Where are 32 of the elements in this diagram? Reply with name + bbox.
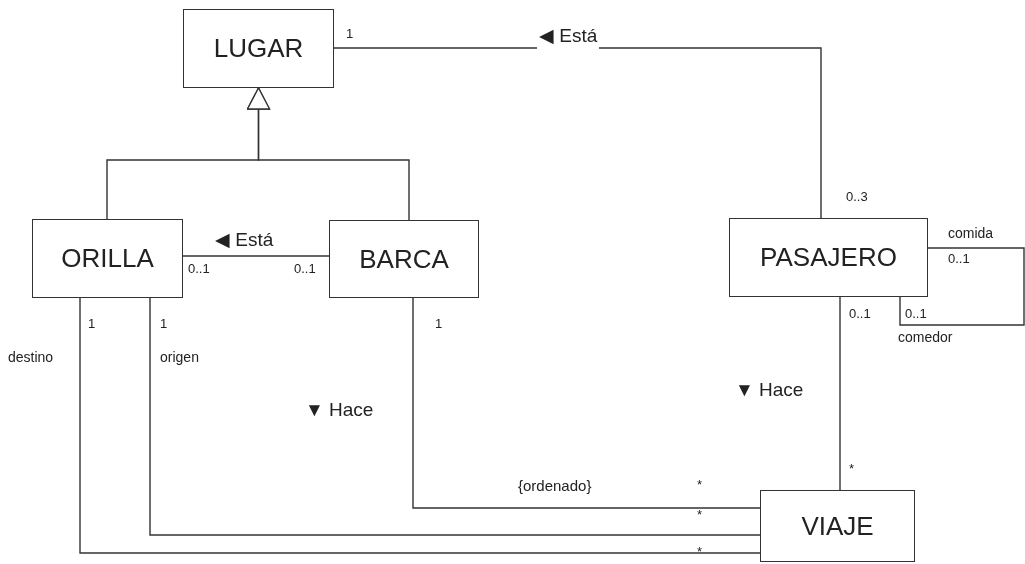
role-name: comida — [948, 226, 994, 240]
association-line — [412, 297, 761, 509]
association-line — [899, 247, 1025, 326]
multiplicity-label: * — [697, 478, 703, 491]
multiplicity-label: 0..1 — [849, 307, 871, 320]
multiplicity-label: 0..1 — [188, 262, 210, 275]
multiplicity-label: 0..1 — [294, 262, 316, 275]
multiplicity-label: 0..1 — [948, 252, 970, 265]
class-box: BARCA — [329, 220, 479, 298]
constraint-label: {ordenado} — [518, 478, 592, 493]
role-name: destino — [8, 350, 54, 364]
class-box: VIAJE — [760, 490, 915, 562]
multiplicity-label: * — [697, 508, 703, 521]
multiplicity-label: 1 — [160, 317, 168, 330]
association-line — [79, 297, 761, 554]
multiplicity-label: * — [849, 462, 855, 475]
role-name: origen — [160, 350, 199, 364]
multiplicity-label: 1 — [88, 317, 96, 330]
multiplicity-label: 1 — [435, 317, 443, 330]
association-line — [149, 297, 761, 536]
association-line — [839, 296, 841, 491]
class-box: ORILLA — [32, 219, 183, 298]
role-name: comedor — [898, 330, 953, 344]
generalization-arrow — [246, 87, 410, 221]
class-box: PASAJERO — [729, 218, 928, 297]
class-box: LUGAR — [183, 9, 334, 88]
association-line — [333, 47, 822, 219]
multiplicity-label: 0..3 — [846, 190, 868, 203]
multiplicity-label: * — [697, 545, 703, 558]
multiplicity-label: 1 — [346, 27, 354, 40]
association-line — [182, 255, 330, 257]
multiplicity-label: 0..1 — [905, 307, 927, 320]
